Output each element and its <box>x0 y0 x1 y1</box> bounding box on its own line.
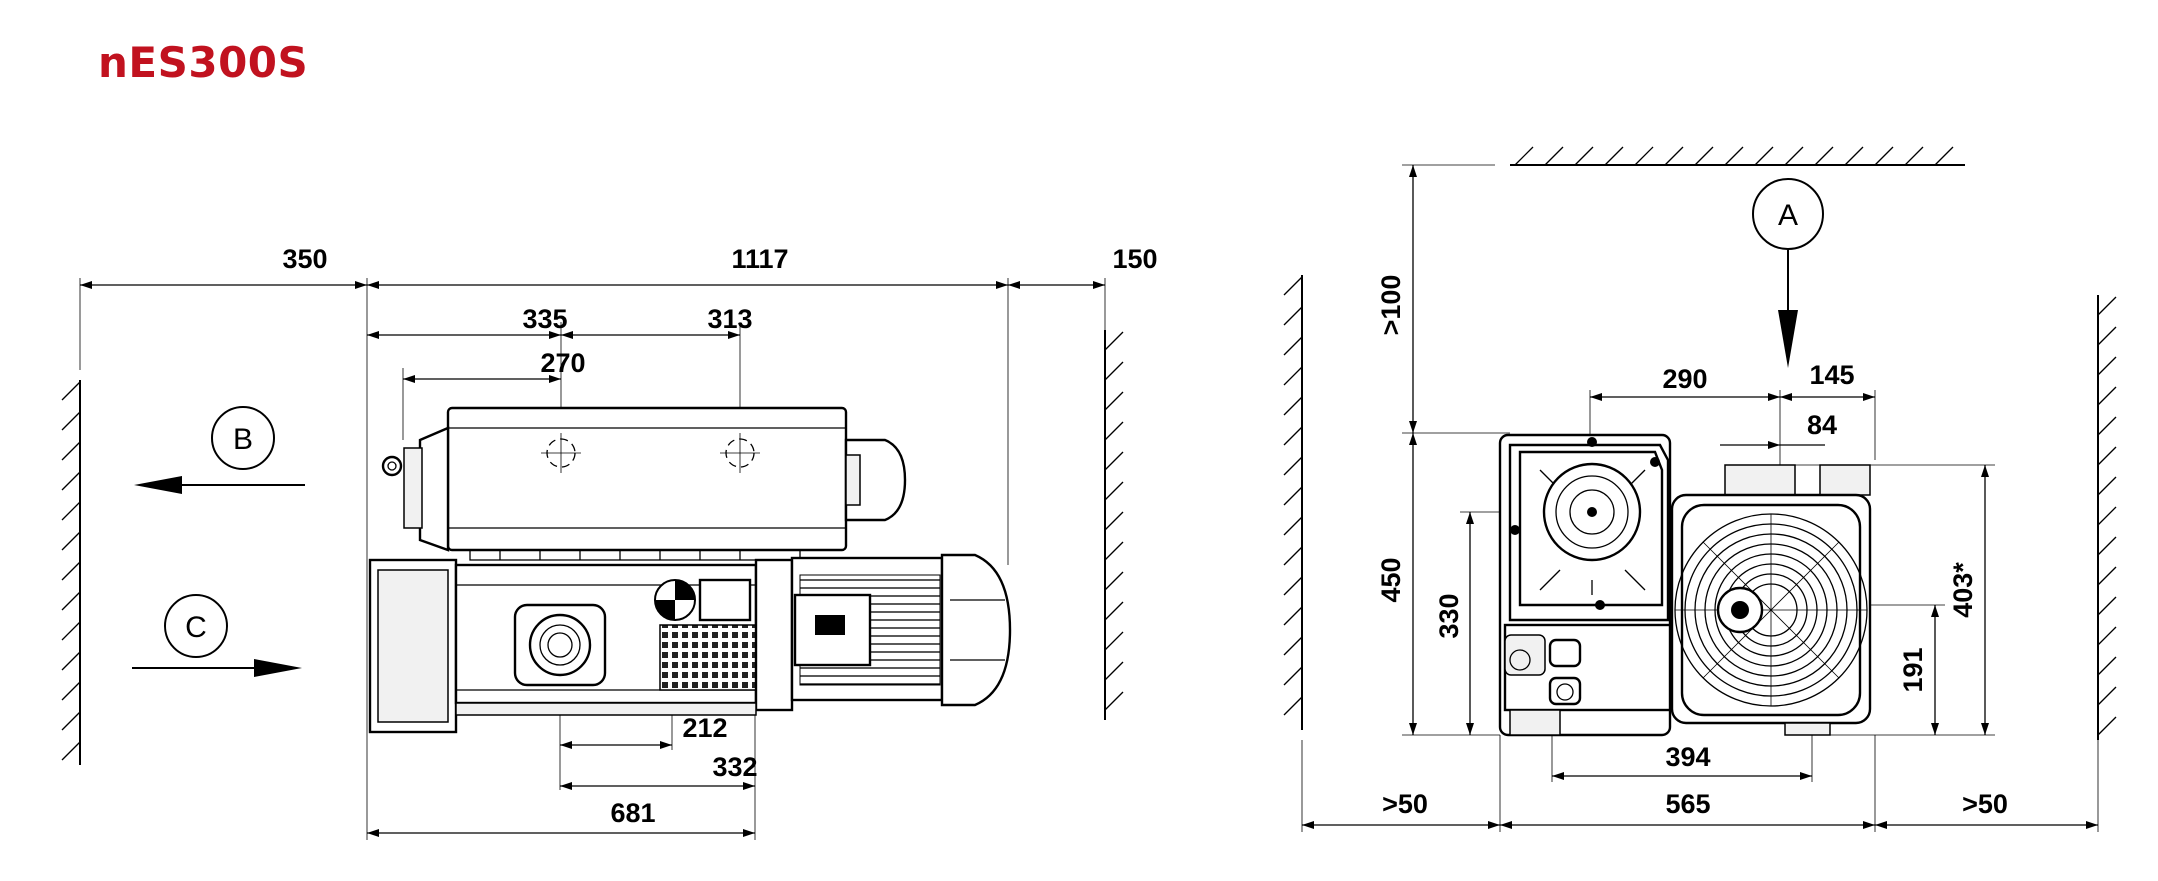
dim-270: 270 <box>540 348 585 378</box>
dim-gt50-right: >50 <box>1962 789 2008 819</box>
dim-335: 335 <box>522 304 567 334</box>
dim-line-vertical <box>1409 165 1989 735</box>
dim-line-top-chain <box>80 281 1105 383</box>
dim-line-horizontal <box>1302 393 2098 829</box>
dim-313: 313 <box>707 304 752 334</box>
dim-565: 565 <box>1665 789 1710 819</box>
dim-394: 394 <box>1665 742 1710 772</box>
side-view: 350 1117 150 335 313 270 <box>61 244 1158 840</box>
dim-150: 150 <box>1112 244 1157 274</box>
label-c: C <box>185 611 207 644</box>
dim-145: 145 <box>1809 360 1854 390</box>
inlet-flange <box>513 603 607 687</box>
pump-end-outline <box>1498 433 1872 737</box>
dim-84: 84 <box>1807 410 1837 440</box>
dim-gt100: >100 <box>1376 275 1406 336</box>
dim-gt50-left: >50 <box>1382 789 1428 819</box>
port-marker-1 <box>541 433 581 473</box>
dim-line-bottom-chain <box>367 741 755 837</box>
port-marker-2 <box>720 433 760 473</box>
dim-450: 450 <box>1376 557 1406 602</box>
dim-350: 350 <box>282 244 327 274</box>
dim-681: 681 <box>610 798 655 828</box>
end-left-wall <box>1283 275 1303 730</box>
end-right-wall <box>2097 295 2117 740</box>
airflow-a: A <box>1752 178 1824 368</box>
pump-side-outline <box>368 406 1012 734</box>
motor-side <box>790 553 1012 707</box>
label-b: B <box>233 423 253 456</box>
dim-191: 191 <box>1898 647 1928 692</box>
left-wall <box>61 380 81 765</box>
dim-290: 290 <box>1662 364 1707 394</box>
dim-1117: 1117 <box>731 244 788 274</box>
end-view: A >100 450 330 403* 191 290 14 <box>1283 146 2117 832</box>
dim-330: 330 <box>1434 593 1464 638</box>
dim-332: 332 <box>712 752 757 782</box>
airflow-c: C <box>132 594 302 677</box>
fan-guard <box>1674 513 1868 707</box>
ceiling <box>1510 146 1965 166</box>
balance-marker <box>654 579 696 621</box>
right-wall <box>1104 330 1124 720</box>
dim-212: 212 <box>682 713 727 743</box>
drawing-title: nES300S <box>98 38 309 87</box>
dim-403: 403* <box>1948 562 1978 618</box>
label-a: A <box>1778 199 1798 232</box>
airflow-b: B <box>134 406 305 494</box>
